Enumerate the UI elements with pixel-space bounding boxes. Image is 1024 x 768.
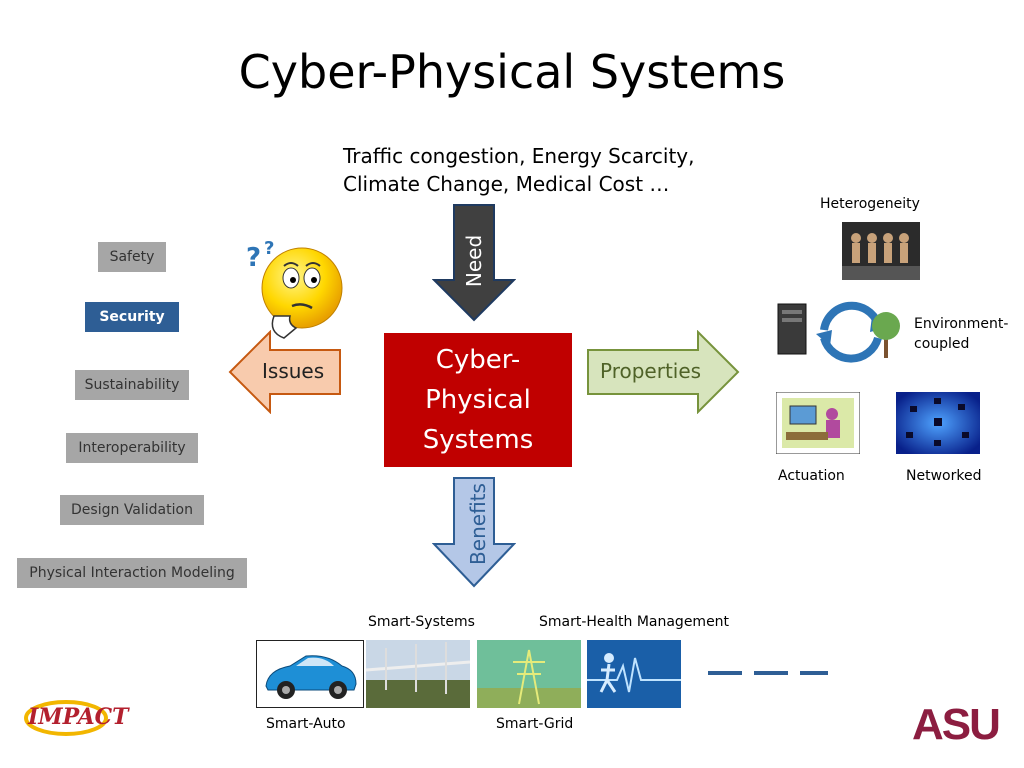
property-heterogeneity-label: Heterogeneity	[820, 196, 920, 212]
benefit-smart-auto-label: Smart-Auto	[266, 716, 346, 732]
center-line-2: Physical	[425, 385, 531, 415]
impact-logo-swoosh	[24, 700, 108, 736]
impact-logo-text: IMPACT	[28, 704, 129, 730]
impact-logo: IMPACT	[22, 694, 129, 742]
svg-text:?: ?	[264, 238, 274, 259]
smart-auto-car-image	[256, 640, 364, 708]
properties-arrow	[587, 330, 740, 414]
benefit-smart-systems-label: Smart-Systems	[368, 614, 475, 630]
need-line-2: Climate Change, Medical Cost …	[343, 172, 670, 196]
benefits-arrow	[432, 477, 516, 588]
need-description: Traffic congestion, Energy Scarcity, Cli…	[343, 142, 695, 198]
property-environment-label: Environment- coupled	[914, 314, 1008, 354]
smart-grid-tower-image	[477, 640, 581, 708]
need-arrow	[432, 204, 516, 322]
cps-center-box: Cyber- Physical Systems	[384, 333, 572, 467]
issue-design-validation: Design Validation	[60, 495, 204, 525]
issue-interoperability: Interoperability	[66, 433, 198, 463]
actuation-image	[776, 392, 860, 454]
need-arrow-label: Need	[462, 234, 486, 288]
environment-line-1: Environment-	[914, 316, 1009, 332]
asu-logo: ASU	[912, 700, 1001, 749]
benefit-smart-health-label: Smart-Health Management	[539, 614, 730, 630]
heterogeneity-people-image	[842, 222, 920, 280]
issue-safety: Safety	[98, 242, 166, 272]
issues-arrow-label: Issues	[262, 359, 325, 383]
smart-systems-bridge-image	[366, 640, 470, 708]
issues-arrow	[228, 330, 341, 414]
environment-coupled-image	[777, 301, 900, 363]
issue-security: Security	[85, 302, 179, 332]
center-line-3: Systems	[422, 425, 534, 455]
thinking-face-icon: ? ?	[246, 238, 343, 339]
smart-health-runner-image	[587, 640, 681, 708]
issue-physical-interaction-modeling: Physical Interaction Modeling	[17, 558, 247, 588]
environment-line-2: coupled	[914, 336, 970, 352]
benefits-arrow-label: Benefits	[466, 483, 490, 565]
networked-image	[896, 392, 980, 454]
svg-text:?: ?	[246, 243, 261, 273]
property-networked-label: Networked	[906, 468, 982, 484]
property-actuation-label: Actuation	[778, 468, 845, 484]
benefit-smart-grid-label: Smart-Grid	[496, 716, 574, 732]
issue-sustainability: Sustainability	[75, 370, 189, 400]
need-line-1: Traffic congestion, Energy Scarcity,	[343, 144, 695, 168]
slide-title: Cyber-Physical Systems	[238, 45, 786, 99]
more-items-dashes	[708, 671, 828, 675]
center-line-1: Cyber-	[435, 345, 521, 375]
properties-arrow-label: Properties	[600, 359, 702, 383]
